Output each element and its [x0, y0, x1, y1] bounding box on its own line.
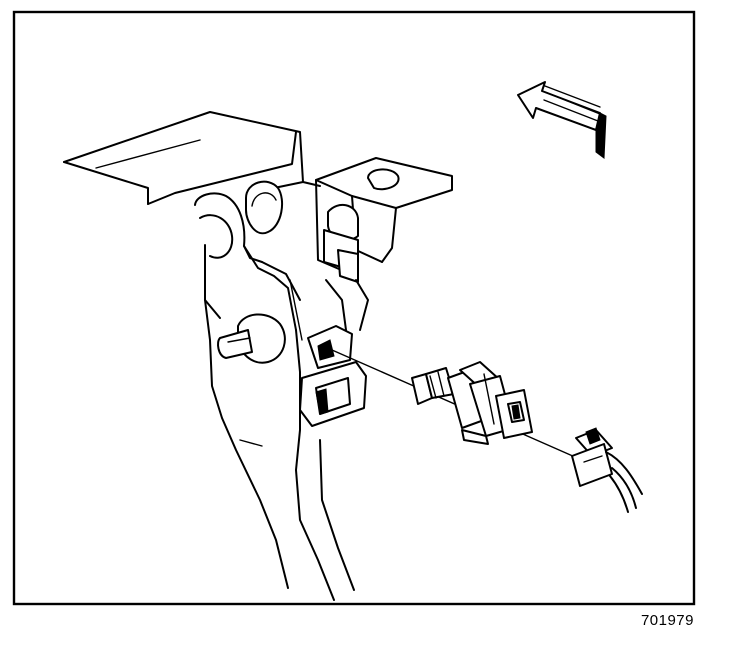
harness-connector	[571, 427, 613, 487]
switch-mounting-bracket	[315, 157, 453, 331]
dash-support-bracket	[63, 111, 321, 205]
pedal-arm	[204, 279, 355, 601]
direction-arrow-icon	[517, 81, 607, 159]
pedal-pivot-bracket	[194, 180, 301, 331]
harness-wires	[605, 451, 643, 513]
figure-number: 701979	[640, 612, 694, 629]
figure-frame	[12, 10, 696, 606]
switch-retainer	[299, 325, 367, 427]
stop-lamp-switch	[411, 361, 533, 445]
pivot-stud	[217, 313, 286, 364]
